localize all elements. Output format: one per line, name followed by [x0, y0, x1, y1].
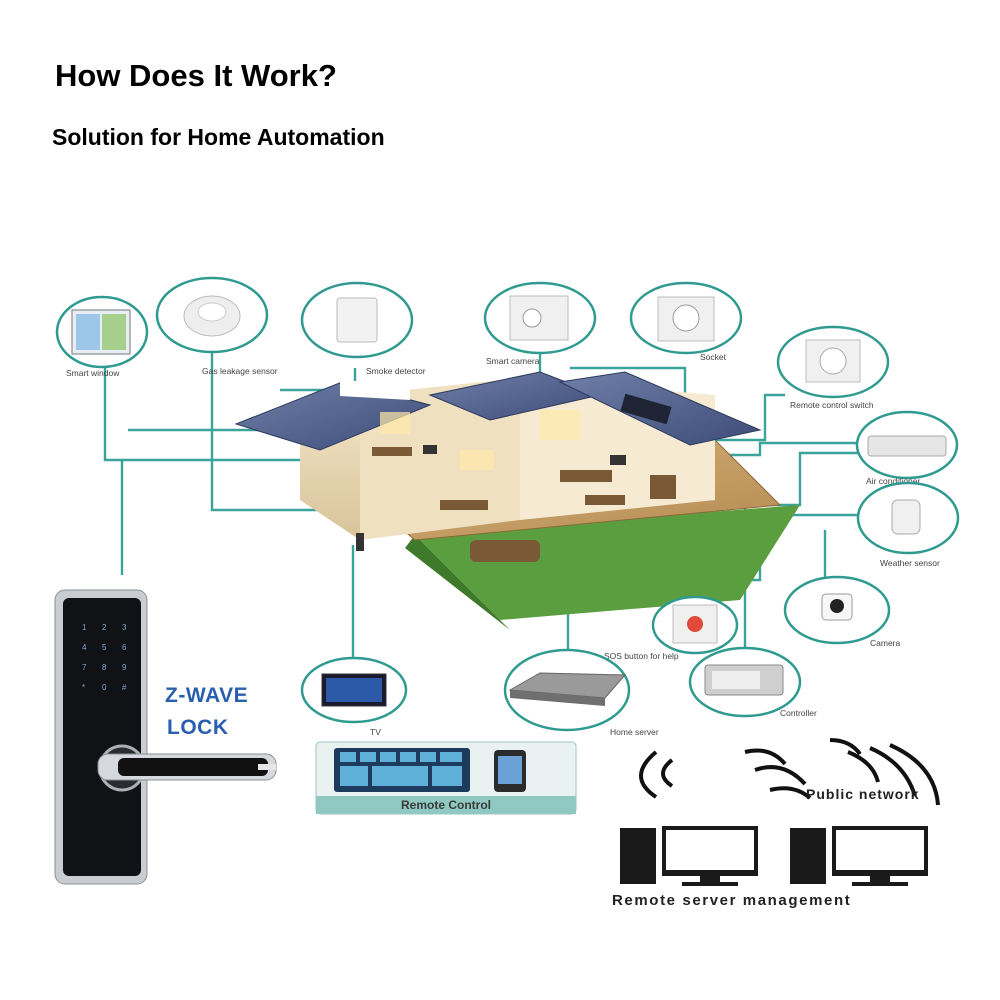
- svg-text:1: 1: [82, 623, 87, 632]
- svg-text:4: 4: [82, 643, 87, 652]
- svg-text:*: *: [82, 683, 85, 692]
- remote-control-label: Remote Control: [401, 798, 491, 812]
- svg-text:3: 3: [122, 623, 127, 632]
- device-sos-button: SOS button for help: [604, 595, 739, 661]
- label: Controller: [780, 708, 817, 718]
- label: Remote control switch: [790, 400, 874, 410]
- svg-text:9: 9: [122, 663, 127, 672]
- door-lock-image: 1 2 3 4 5 6 7 8 9 * 0 #: [54, 589, 277, 885]
- lock-title-line2: LOCK: [167, 716, 229, 739]
- svg-text:6: 6: [122, 643, 127, 652]
- label: Weather sensor: [880, 558, 940, 568]
- device-weather-sensor: Weather sensor: [856, 481, 960, 568]
- house-illustration: [234, 371, 800, 630]
- page-subtitle: Solution for Home Automation: [52, 124, 385, 150]
- device-smoke-detector: Smoke detector: [300, 281, 426, 376]
- label: Socket: [700, 352, 727, 362]
- device-smart-window: Smart window: [55, 295, 149, 378]
- device-tv: TV: [300, 656, 408, 737]
- svg-text:#: #: [122, 683, 127, 692]
- lock-title-line1: Z-WAVE: [165, 684, 249, 707]
- svg-text:2: 2: [102, 623, 107, 632]
- device-home-server: Home server: [503, 648, 659, 737]
- label: Smart window: [66, 368, 120, 378]
- label: Smart camera: [486, 356, 540, 366]
- label: Smoke detector: [366, 366, 426, 376]
- page-title: How Does It Work?: [55, 58, 337, 93]
- label: Home server: [610, 727, 659, 737]
- device-camera: Camera: [783, 575, 901, 648]
- device-gas-sensor: Gas leakage sensor: [155, 276, 278, 376]
- label: Gas leakage sensor: [202, 366, 278, 376]
- remote-server-label: Remote server management: [612, 892, 852, 909]
- remote-computer-2: [790, 826, 928, 886]
- remote-computer-1: [620, 826, 758, 886]
- label: Air conditioner: [866, 476, 921, 486]
- device-remote-switch: Remote control switch: [776, 325, 890, 410]
- device-smart-camera: Smart camera: [483, 281, 597, 366]
- device-air-conditioner: Air conditioner: [855, 410, 959, 486]
- device-socket: Socket: [629, 281, 743, 362]
- public-network-label: Public network: [806, 786, 920, 802]
- device-controller: Controller: [688, 646, 817, 718]
- label: SOS button for help: [604, 651, 679, 661]
- label: TV: [370, 727, 381, 737]
- svg-text:8: 8: [102, 663, 107, 672]
- label: Camera: [870, 638, 901, 648]
- svg-text:0: 0: [102, 683, 107, 692]
- wireless-waves: [639, 738, 940, 806]
- svg-text:7: 7: [82, 663, 87, 672]
- svg-text:5: 5: [102, 643, 107, 652]
- remote-control-panel: [315, 741, 577, 815]
